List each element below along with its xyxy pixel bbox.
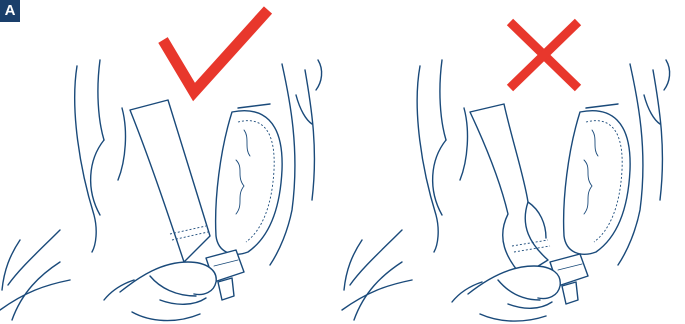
panel-incorrect	[342, 22, 670, 321]
check-mark-icon	[163, 10, 268, 92]
cross-mark-icon	[510, 22, 578, 88]
hand-incorrect	[452, 266, 560, 321]
torso-left-2	[342, 60, 467, 320]
buckle-receiver	[216, 104, 283, 254]
buckle-receiver-2	[564, 104, 631, 254]
hand-correct	[104, 262, 216, 321]
twisted-seat-belt-strap	[470, 104, 550, 276]
step-badge: A	[0, 0, 20, 22]
torso-left	[0, 60, 125, 320]
panel-correct	[0, 10, 322, 321]
seat-belt-strap	[130, 100, 210, 262]
